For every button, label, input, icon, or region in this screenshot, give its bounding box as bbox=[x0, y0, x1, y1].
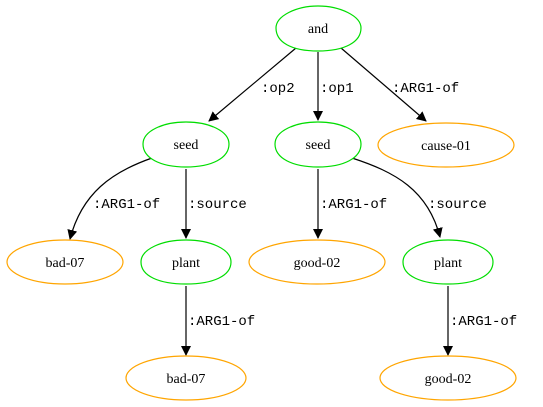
edge-label-seedm-arg1of: :ARG1-of bbox=[320, 197, 387, 213]
edge-label-op1: :op1 bbox=[320, 81, 354, 97]
edge-line-and-op2 bbox=[208, 47, 297, 122]
node-label-good-top: good-02 bbox=[294, 256, 341, 271]
node-bad-top: bad-07 bbox=[6, 239, 124, 285]
node-shape-seed-mid bbox=[274, 121, 362, 168]
node-and: and bbox=[275, 5, 362, 52]
node-shape-plant-right bbox=[402, 239, 494, 285]
node-plant-left: plant bbox=[140, 239, 232, 285]
node-label-cause: cause-01 bbox=[421, 139, 471, 154]
edge-seedl-arg1of: :ARG1-of bbox=[67, 157, 160, 240]
node-label-seed-left: seed bbox=[174, 138, 199, 153]
node-seed-mid: seed bbox=[274, 121, 362, 168]
node-label-bad-bottom: bad-07 bbox=[167, 372, 206, 387]
node-shape-bad-bottom bbox=[125, 355, 247, 401]
node-shape-good-top bbox=[248, 239, 386, 285]
edge-label-op2: :op2 bbox=[261, 81, 295, 97]
node-shape-cause bbox=[377, 122, 515, 168]
node-label-plant-left: plant bbox=[172, 256, 200, 271]
edge-line-seedl-arg1of bbox=[67, 157, 153, 240]
edge-seedm-arg1of: :ARG1-of bbox=[313, 169, 387, 239]
edge-and-arg1of: :ARG1-of bbox=[340, 47, 459, 122]
node-shape-and bbox=[275, 5, 362, 52]
node-good-top: good-02 bbox=[248, 239, 386, 285]
edge-label-and-arg1of: :ARG1-of bbox=[392, 81, 459, 97]
node-shape-good-bottom bbox=[379, 355, 517, 401]
edge-and-op2: :op2 bbox=[208, 47, 297, 122]
node-shape-seed-left bbox=[142, 121, 230, 168]
edge-label-seedm-source: :source bbox=[428, 197, 487, 213]
edge-label-plantl-arg1of: :ARG1-of bbox=[188, 314, 255, 330]
node-label-bad-top: bad-07 bbox=[46, 256, 85, 271]
edge-label-plantr-arg1of: :ARG1-of bbox=[450, 314, 517, 330]
edge-seedm-source: :source bbox=[351, 157, 487, 238]
edge-label-seedl-source: :source bbox=[188, 197, 247, 213]
edge-seedl-source: :source bbox=[181, 169, 247, 239]
edges: :op2 :op1 :ARG1-of :ARG1-of :source :ARG… bbox=[67, 47, 517, 356]
edge-plantl-arg1of: :ARG1-of bbox=[181, 286, 255, 356]
edge-label-seedl-arg1of: :ARG1-of bbox=[93, 197, 160, 213]
edge-line-seedm-source bbox=[351, 157, 443, 238]
edge-plantr-arg1of: :ARG1-of bbox=[443, 286, 517, 356]
node-seed-left: seed bbox=[142, 121, 230, 168]
edge-and-op1: :op1 bbox=[313, 52, 354, 121]
node-shape-plant-left bbox=[140, 239, 232, 285]
node-good-bottom: good-02 bbox=[379, 355, 517, 401]
node-label-good-bottom: good-02 bbox=[425, 372, 472, 387]
node-plant-right: plant bbox=[402, 239, 494, 285]
node-shape-bad-top bbox=[6, 239, 124, 285]
node-cause: cause-01 bbox=[377, 122, 515, 168]
node-label-plant-right: plant bbox=[434, 256, 462, 271]
node-bad-bottom: bad-07 bbox=[125, 355, 247, 401]
nodes: and seed seed cause-01 bad-07 plant good… bbox=[6, 5, 517, 401]
edge-line-and-arg1of bbox=[340, 47, 427, 122]
node-label-and: and bbox=[308, 22, 328, 37]
node-label-seed-mid: seed bbox=[306, 138, 331, 153]
